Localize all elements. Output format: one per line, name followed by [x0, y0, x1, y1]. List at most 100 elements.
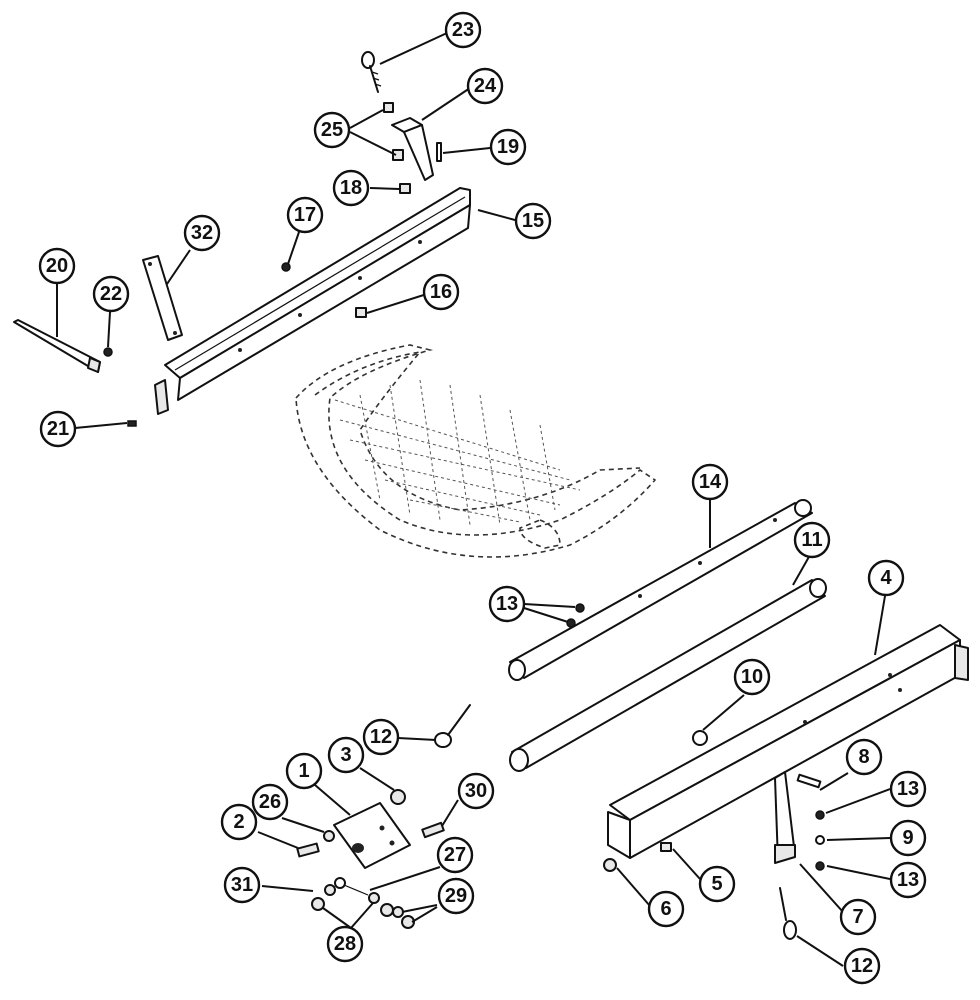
- callout-9: 9: [889, 819, 927, 857]
- callout-6: 6: [647, 890, 685, 928]
- part-13-nuts-upper: [566, 603, 585, 628]
- svg-text:6: 6: [660, 898, 671, 920]
- svg-text:16: 16: [430, 281, 452, 303]
- svg-text:10: 10: [741, 666, 763, 688]
- callout-28: 28: [326, 925, 364, 963]
- callout-23: 23: [444, 11, 482, 49]
- svg-text:19: 19: [497, 136, 519, 158]
- part-28-29-31-nuts: [311, 884, 415, 929]
- svg-text:30: 30: [465, 780, 487, 802]
- callout-13-upper: 13: [488, 585, 526, 623]
- part-1-plate: [333, 802, 411, 869]
- callout-20: 20: [38, 247, 76, 285]
- svg-text:18: 18: [340, 177, 362, 199]
- callout-32: 32: [183, 214, 221, 252]
- svg-text:21: 21: [47, 418, 69, 440]
- callout-25: 25: [313, 111, 351, 149]
- svg-text:1: 1: [298, 760, 309, 782]
- svg-text:32: 32: [191, 222, 213, 244]
- callout-3: 3: [327, 736, 365, 774]
- callout-16: 16: [422, 273, 460, 311]
- svg-text:22: 22: [100, 283, 122, 305]
- callout-11: 11: [793, 521, 831, 559]
- callout-22: 22: [92, 275, 130, 313]
- svg-text:20: 20: [46, 255, 68, 277]
- svg-text:15: 15: [522, 210, 544, 232]
- part-20-wedge: [13, 319, 101, 373]
- callout-13-right-a: 13: [889, 770, 927, 808]
- svg-text:24: 24: [474, 75, 497, 97]
- part-15-angle-bar: [154, 187, 471, 415]
- svg-text:12: 12: [851, 955, 873, 977]
- callout-1: 1: [285, 752, 323, 790]
- part-8-bolt: [796, 773, 822, 789]
- callout-15: 15: [514, 202, 552, 240]
- svg-text:11: 11: [801, 529, 822, 551]
- callout-18: 18: [332, 169, 370, 207]
- part-10-nut: [692, 730, 708, 746]
- callout-7: 7: [839, 898, 877, 936]
- part-7-bracket: [774, 771, 796, 864]
- callout-14: 14: [691, 463, 729, 501]
- part-12-eyebolt-upper: [434, 704, 471, 748]
- callout-10: 10: [733, 658, 771, 696]
- part-25-nuts: [383, 102, 404, 161]
- part-22-nut: [103, 347, 113, 357]
- callout-26: 26: [251, 783, 289, 821]
- part-14-tube: [508, 499, 813, 681]
- part-17-nut: [281, 262, 291, 272]
- svg-text:13: 13: [897, 869, 919, 891]
- part-4-box-beam: [607, 624, 969, 859]
- svg-text:26: 26: [259, 791, 281, 813]
- svg-text:7: 7: [852, 906, 863, 928]
- part-12-eyebolt-lower: [779, 887, 797, 940]
- svg-text:4: 4: [880, 567, 892, 589]
- part-21-bolt: [127, 420, 137, 427]
- callout-4: 4: [867, 559, 905, 597]
- callout-29: 29: [437, 877, 475, 915]
- part-19-pin: [436, 142, 442, 162]
- callout-12-lower: 12: [843, 947, 881, 985]
- callout-24: 24: [466, 67, 504, 105]
- part-24-bracket: [391, 117, 434, 181]
- part-30-bolt: [421, 821, 445, 839]
- part-23-eyebolt: [361, 51, 382, 93]
- svg-text:13: 13: [496, 593, 518, 615]
- part-32-strap: [142, 255, 183, 341]
- callout-30: 30: [457, 772, 495, 810]
- callout-13-right-b: 13: [889, 861, 927, 899]
- callout-21: 21: [39, 410, 77, 448]
- callout-31: 31: [223, 866, 261, 904]
- callout-5: 5: [698, 865, 736, 903]
- part-5-bolt: [660, 842, 672, 852]
- svg-text:27: 27: [444, 844, 466, 866]
- svg-text:29: 29: [445, 885, 467, 907]
- part-2-bolt: [296, 842, 320, 858]
- part-18-bolt: [399, 183, 411, 194]
- svg-text:8: 8: [858, 746, 869, 768]
- svg-text:17: 17: [294, 204, 316, 226]
- concave-outline: [295, 344, 657, 558]
- svg-text:23: 23: [452, 19, 474, 41]
- svg-text:28: 28: [334, 933, 356, 955]
- callout-27: 27: [436, 836, 474, 874]
- svg-text:9: 9: [902, 827, 913, 849]
- callout-2: 2: [220, 803, 258, 841]
- svg-text:3: 3: [340, 744, 351, 766]
- part-26-washer: [323, 830, 335, 842]
- part-6-nut: [603, 858, 617, 872]
- part-13-9-13-hardware: [815, 810, 825, 871]
- callout-17: 17: [286, 196, 324, 234]
- callout-12-upper: 12: [362, 718, 400, 756]
- callout-8: 8: [845, 738, 883, 776]
- callout-19: 19: [489, 128, 527, 166]
- svg-text:2: 2: [233, 811, 244, 833]
- svg-text:31: 31: [231, 874, 253, 896]
- part-11-tube: [509, 578, 827, 772]
- leader-lines: [56, 32, 891, 967]
- svg-text:5: 5: [711, 873, 722, 895]
- svg-text:14: 14: [699, 471, 722, 493]
- svg-text:12: 12: [370, 726, 392, 748]
- part-16-bolt: [355, 307, 367, 318]
